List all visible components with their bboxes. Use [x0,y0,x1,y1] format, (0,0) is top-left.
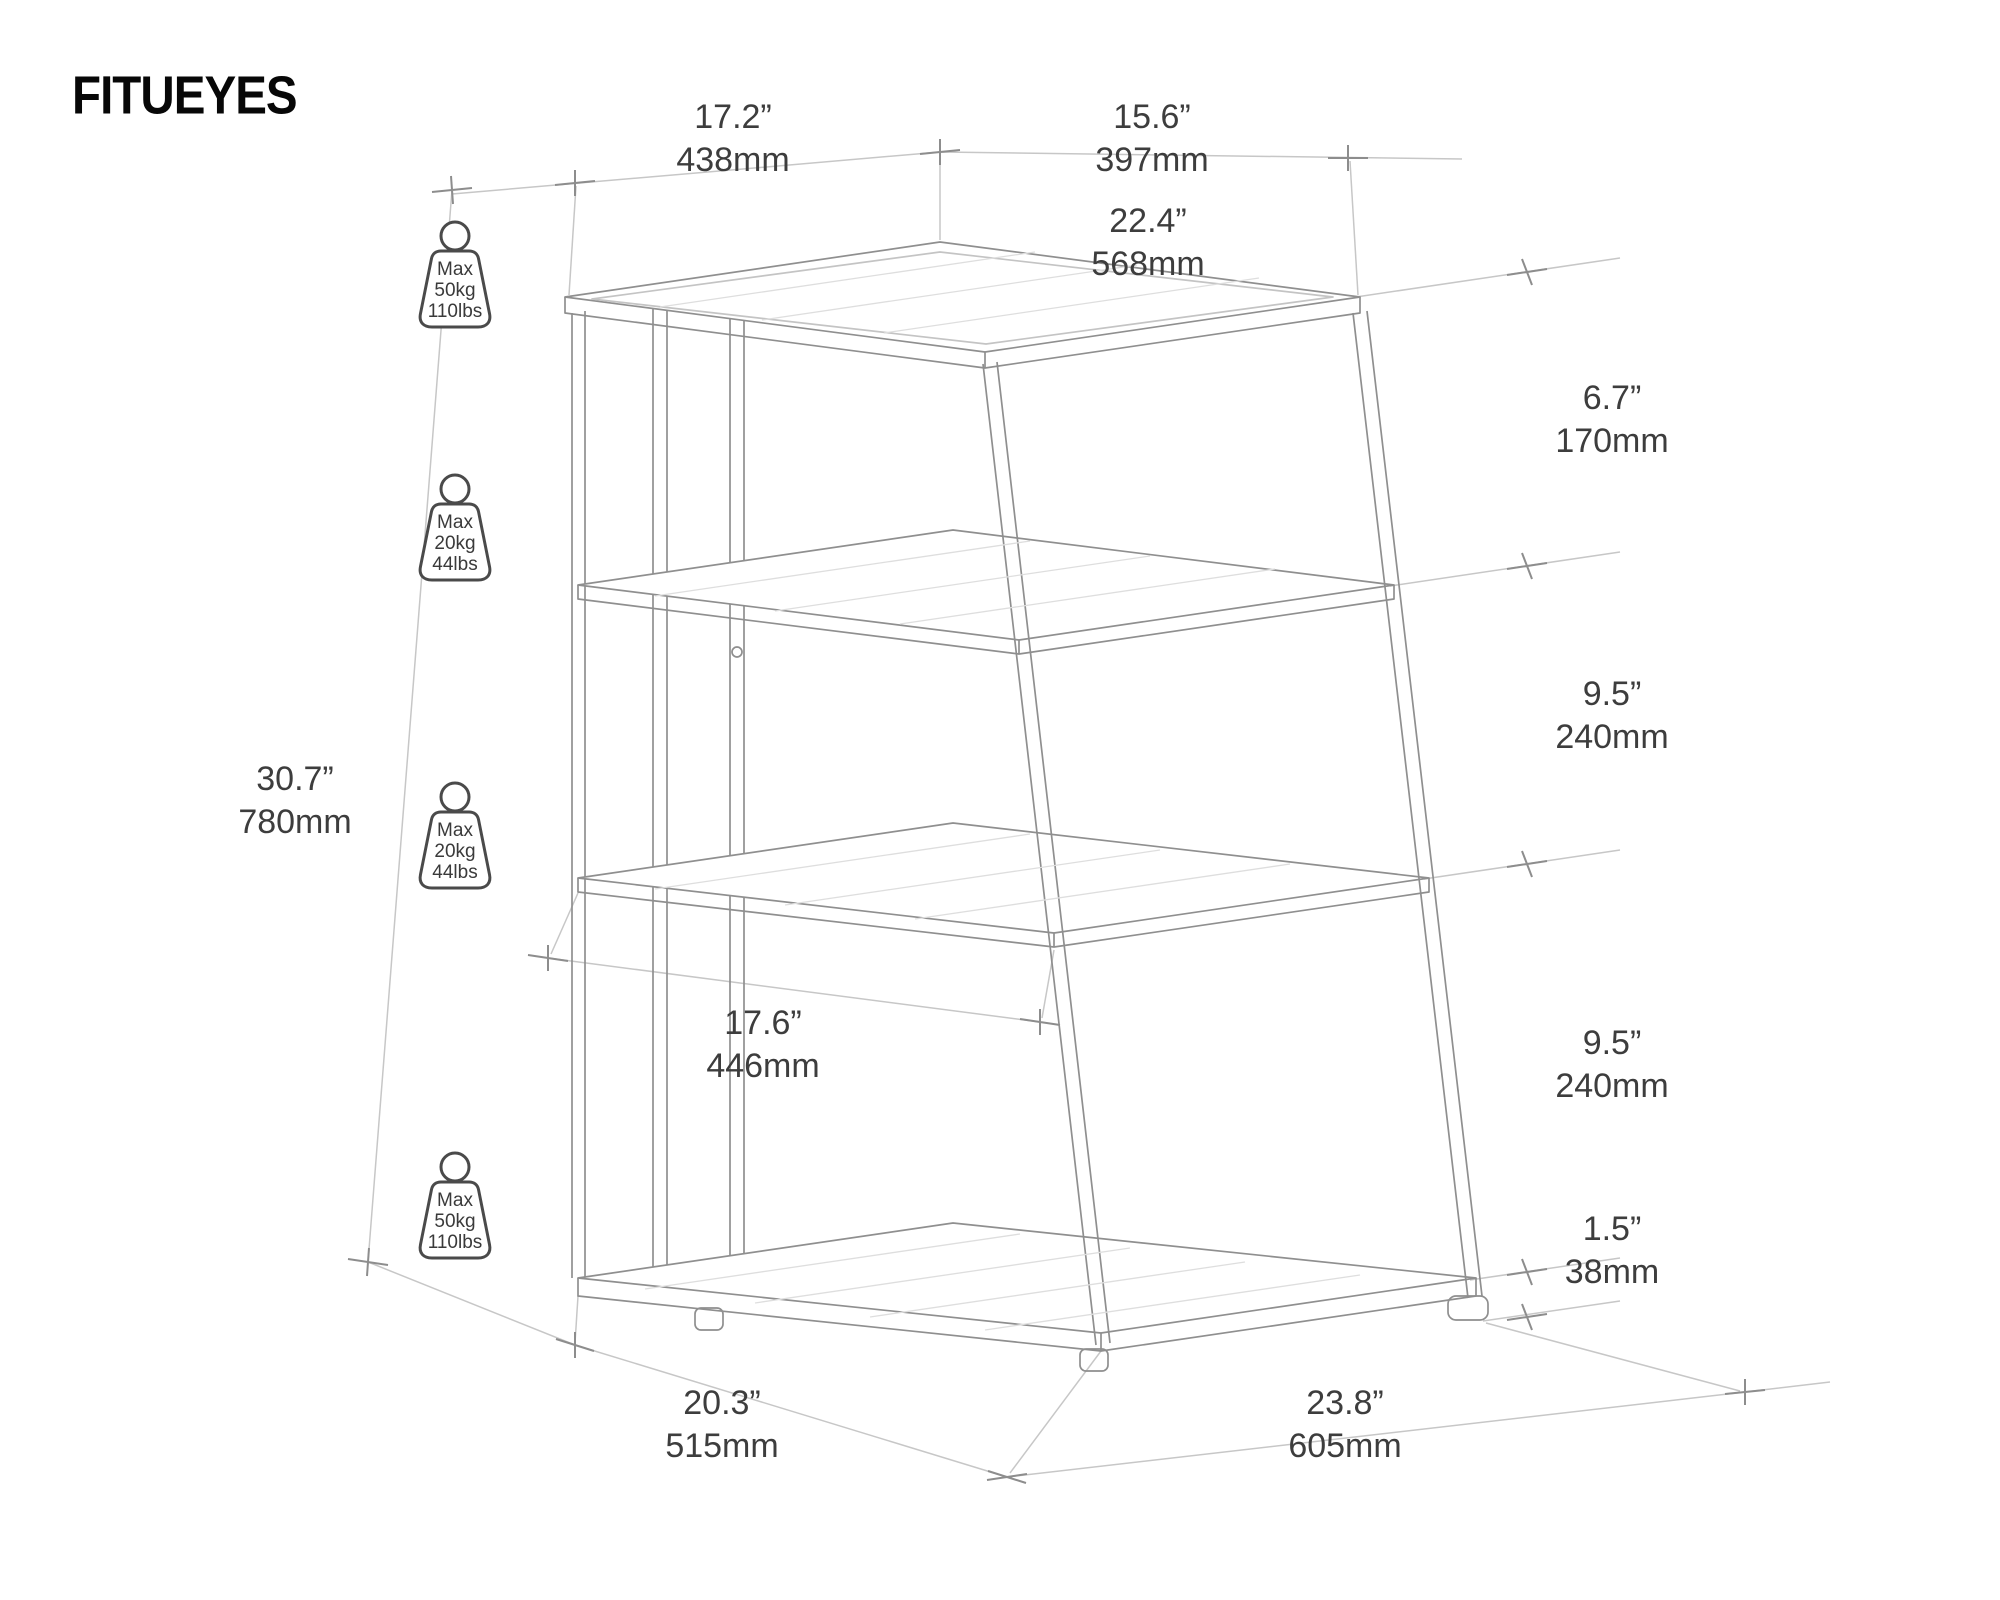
dim-tier-gap-top: 6.7” 170mm [1555,377,1668,463]
dim-inches: 9.5” [1582,675,1642,713]
front-leg [982,361,1111,1346]
foot-right [1447,1295,1489,1321]
dim-total-height: 30.7” 780mm [238,758,351,844]
dim-mm: 446mm [706,1047,820,1085]
rack-drawing [564,241,1489,1372]
weight-icon [418,220,492,329]
badge-kg: 50kg [434,280,476,301]
badge-kg: 20kg [434,841,476,862]
weight-icon [418,473,492,582]
foot-left [694,1307,724,1331]
dimension-crosses [347,139,1766,1484]
front-left-post [571,311,586,1278]
dim-middle-shelf-width: 17.6” 446mm [706,1002,819,1088]
weight-badge-text: Max 20kg 44lbs [405,820,505,883]
badge-max-label: Max [437,820,473,841]
shelf-2 [577,529,1395,655]
weight-icon [418,781,492,890]
weight-badge-text: Max 50kg 110lbs [405,259,505,322]
weight-icon [418,1151,492,1260]
foot-front [1079,1348,1109,1372]
bottom-shelf [577,1222,1477,1352]
dim-tier-gap-lower: 9.5” 240mm [1555,1022,1668,1108]
dim-inches: 17.6” [724,1004,802,1042]
dim-foot-height: 1.5” 38mm [1565,1208,1659,1294]
dim-base-left-width: 20.3” 515mm [665,1382,778,1468]
dim-mm: 397mm [1095,141,1209,179]
dim-mm: 568mm [1091,245,1205,283]
badge-kg: 50kg [434,1211,476,1232]
dim-inches: 15.6” [1113,98,1191,136]
screw-detail [731,646,743,658]
badge-lbs: 44lbs [432,862,478,883]
dim-inches: 20.3” [683,1384,761,1422]
dim-mm: 438mm [676,141,790,179]
dim-inches: 23.8” [1306,1384,1384,1422]
badge-kg: 20kg [434,533,476,554]
wood-grain [644,251,1361,1331]
dim-top-shelf-depth: 22.4” 568mm [1091,200,1204,286]
badge-lbs: 110lbs [427,301,483,322]
dim-mm: 240mm [1555,718,1669,756]
dim-top-right-width: 15.6” 397mm [1095,96,1208,182]
dim-mm: 780mm [238,803,352,841]
weight-badge-middle: Max 20kg 44lbs [405,776,505,908]
dim-inches: 6.7” [1582,379,1642,417]
weight-badge-text: Max 50kg 110lbs [405,1190,505,1253]
weight-badge-text: Max 20kg 44lbs [405,512,505,575]
badge-max-label: Max [437,512,473,533]
dim-inches: 9.5” [1582,1024,1642,1062]
dim-mm: 515mm [665,1427,779,1465]
top-shelf [564,241,1361,369]
brand-logo: FITUEYES [72,65,298,126]
badge-max-label: Max [437,259,473,280]
dim-inches: 22.4” [1109,202,1187,240]
rear-post-inner [729,286,745,1258]
dim-tier-gap-middle: 9.5” 240mm [1555,673,1668,759]
weight-badge-upper: Max 20kg 44lbs [405,468,505,600]
rear-post-outer [652,298,668,1270]
dim-mm: 170mm [1555,422,1669,460]
dim-base-right-width: 23.8” 605mm [1288,1382,1401,1468]
dim-mm: 38mm [1564,1253,1660,1291]
weight-badge-bottom: Max 50kg 110lbs [405,1146,505,1278]
badge-lbs: 110lbs [427,1232,483,1253]
dim-inches: 17.2” [694,98,772,136]
dim-mm: 605mm [1288,1427,1402,1465]
badge-max-label: Max [437,1190,473,1211]
dim-inches: 30.7” [256,760,334,798]
badge-lbs: 44lbs [432,554,478,575]
dim-top-left-width: 17.2” 438mm [676,96,789,182]
dim-mm: 240mm [1555,1067,1669,1105]
right-leg [1352,310,1483,1299]
shelf-3 [577,822,1430,948]
dim-inches: 1.5” [1582,1210,1642,1248]
weight-badge-top: Max 50kg 110lbs [405,215,505,347]
